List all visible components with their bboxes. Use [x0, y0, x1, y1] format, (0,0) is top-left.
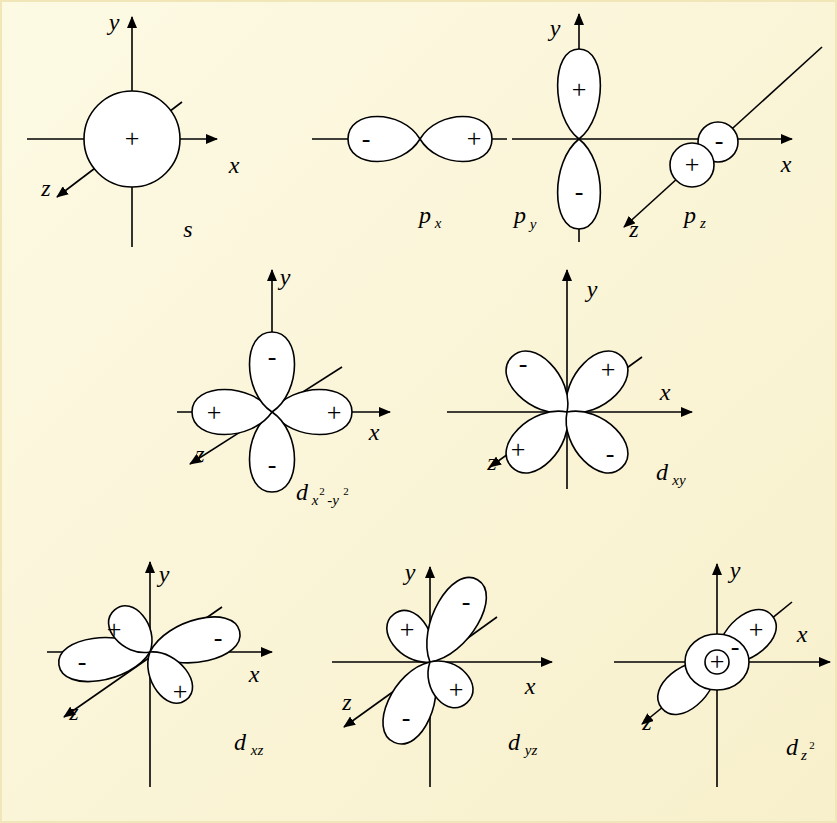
axis-or-orbital-letter: z	[487, 450, 496, 474]
orbital-superscript: 2	[343, 486, 349, 497]
axis-or-orbital-letter: y	[159, 562, 170, 586]
orbital-subscript: xy	[672, 473, 685, 488]
orbital-subscript: z	[700, 216, 706, 231]
axis-or-orbital-letter: y	[550, 16, 561, 40]
phase-sign: -	[402, 705, 411, 731]
phase-sign: -	[268, 344, 277, 370]
axis-or-orbital-letter: x	[369, 420, 380, 444]
phase-sign: -	[362, 126, 371, 152]
axis-or-orbital-letter: p	[514, 203, 526, 227]
phase-sign: +	[125, 126, 140, 152]
axis-or-orbital-letter: s	[183, 217, 192, 241]
orbital-superscript: 2	[809, 740, 815, 751]
axis-or-orbital-letter: x	[229, 153, 240, 177]
axis-or-orbital-letter: x	[525, 674, 536, 698]
axis-or-orbital-letter: d	[508, 730, 520, 754]
phase-sign: -	[519, 351, 528, 377]
orbital-subscript: yz	[525, 743, 538, 758]
orbital-subscript: x	[312, 493, 319, 508]
orbital-subscript: xz	[251, 743, 264, 758]
phase-sign: +	[173, 679, 188, 705]
axis-or-orbital-letter: p	[419, 203, 431, 227]
phase-sign: -	[214, 625, 223, 651]
axis-or-orbital-letter: z	[41, 176, 50, 200]
axis-or-orbital-letter: z	[629, 217, 638, 241]
phase-sign: +	[449, 677, 464, 703]
phase-sign: -	[462, 589, 471, 615]
axis-or-orbital-letter: y	[405, 560, 416, 584]
axis-or-orbital-letter: x	[797, 622, 808, 646]
axis-or-orbital-letter: p	[684, 203, 696, 227]
axis-or-orbital-letter: z	[195, 442, 204, 466]
phase-sign: +	[511, 437, 526, 463]
phase-sign: +	[107, 617, 122, 643]
axis-or-orbital-letter: z	[69, 700, 78, 724]
axis-or-orbital-letter: z	[342, 690, 351, 714]
phase-sign: +	[601, 357, 616, 383]
orbital-subscript: -y	[327, 493, 339, 508]
phase-sign: +	[749, 617, 764, 643]
axis-or-orbital-letter: y	[109, 10, 120, 34]
phase-sign: -	[268, 452, 277, 478]
axis-or-orbital-letter: y	[280, 265, 291, 289]
axis-or-orbital-letter: d	[234, 730, 246, 754]
phase-sign: +	[467, 126, 482, 152]
axis-or-orbital-letter: y	[587, 277, 598, 301]
phase-sign: -	[78, 649, 87, 675]
orbital-subscript: y	[530, 217, 537, 232]
phase-sign: -	[606, 441, 615, 467]
orbital-superscript: 2	[319, 486, 325, 497]
orbital-subscript: z	[801, 748, 807, 763]
axis-or-orbital-letter: d	[656, 460, 668, 484]
axis-or-orbital-letter: x	[660, 380, 671, 404]
phase-sign: +	[400, 617, 415, 643]
phase-sign: -	[731, 634, 740, 660]
phase-sign: -	[715, 128, 724, 154]
orbital-lobes	[56, 49, 785, 752]
axis-or-orbital-letter: z	[642, 710, 651, 734]
phase-sign: +	[685, 152, 700, 178]
axis-or-orbital-letter: y	[730, 558, 741, 582]
phase-sign: +	[572, 77, 587, 103]
axis-or-orbital-letter: x	[781, 152, 792, 176]
phase-sign: -	[575, 179, 584, 205]
axis-or-orbital-letter: x	[249, 662, 260, 686]
axis-or-orbital-letter: d	[296, 480, 308, 504]
phase-sign: +	[207, 400, 222, 426]
phase-sign: +	[327, 400, 342, 426]
phase-sign: +	[710, 649, 725, 675]
axes	[27, 14, 830, 787]
axis-or-orbital-letter: d	[786, 735, 798, 759]
orbital-subscript: x	[435, 216, 442, 231]
